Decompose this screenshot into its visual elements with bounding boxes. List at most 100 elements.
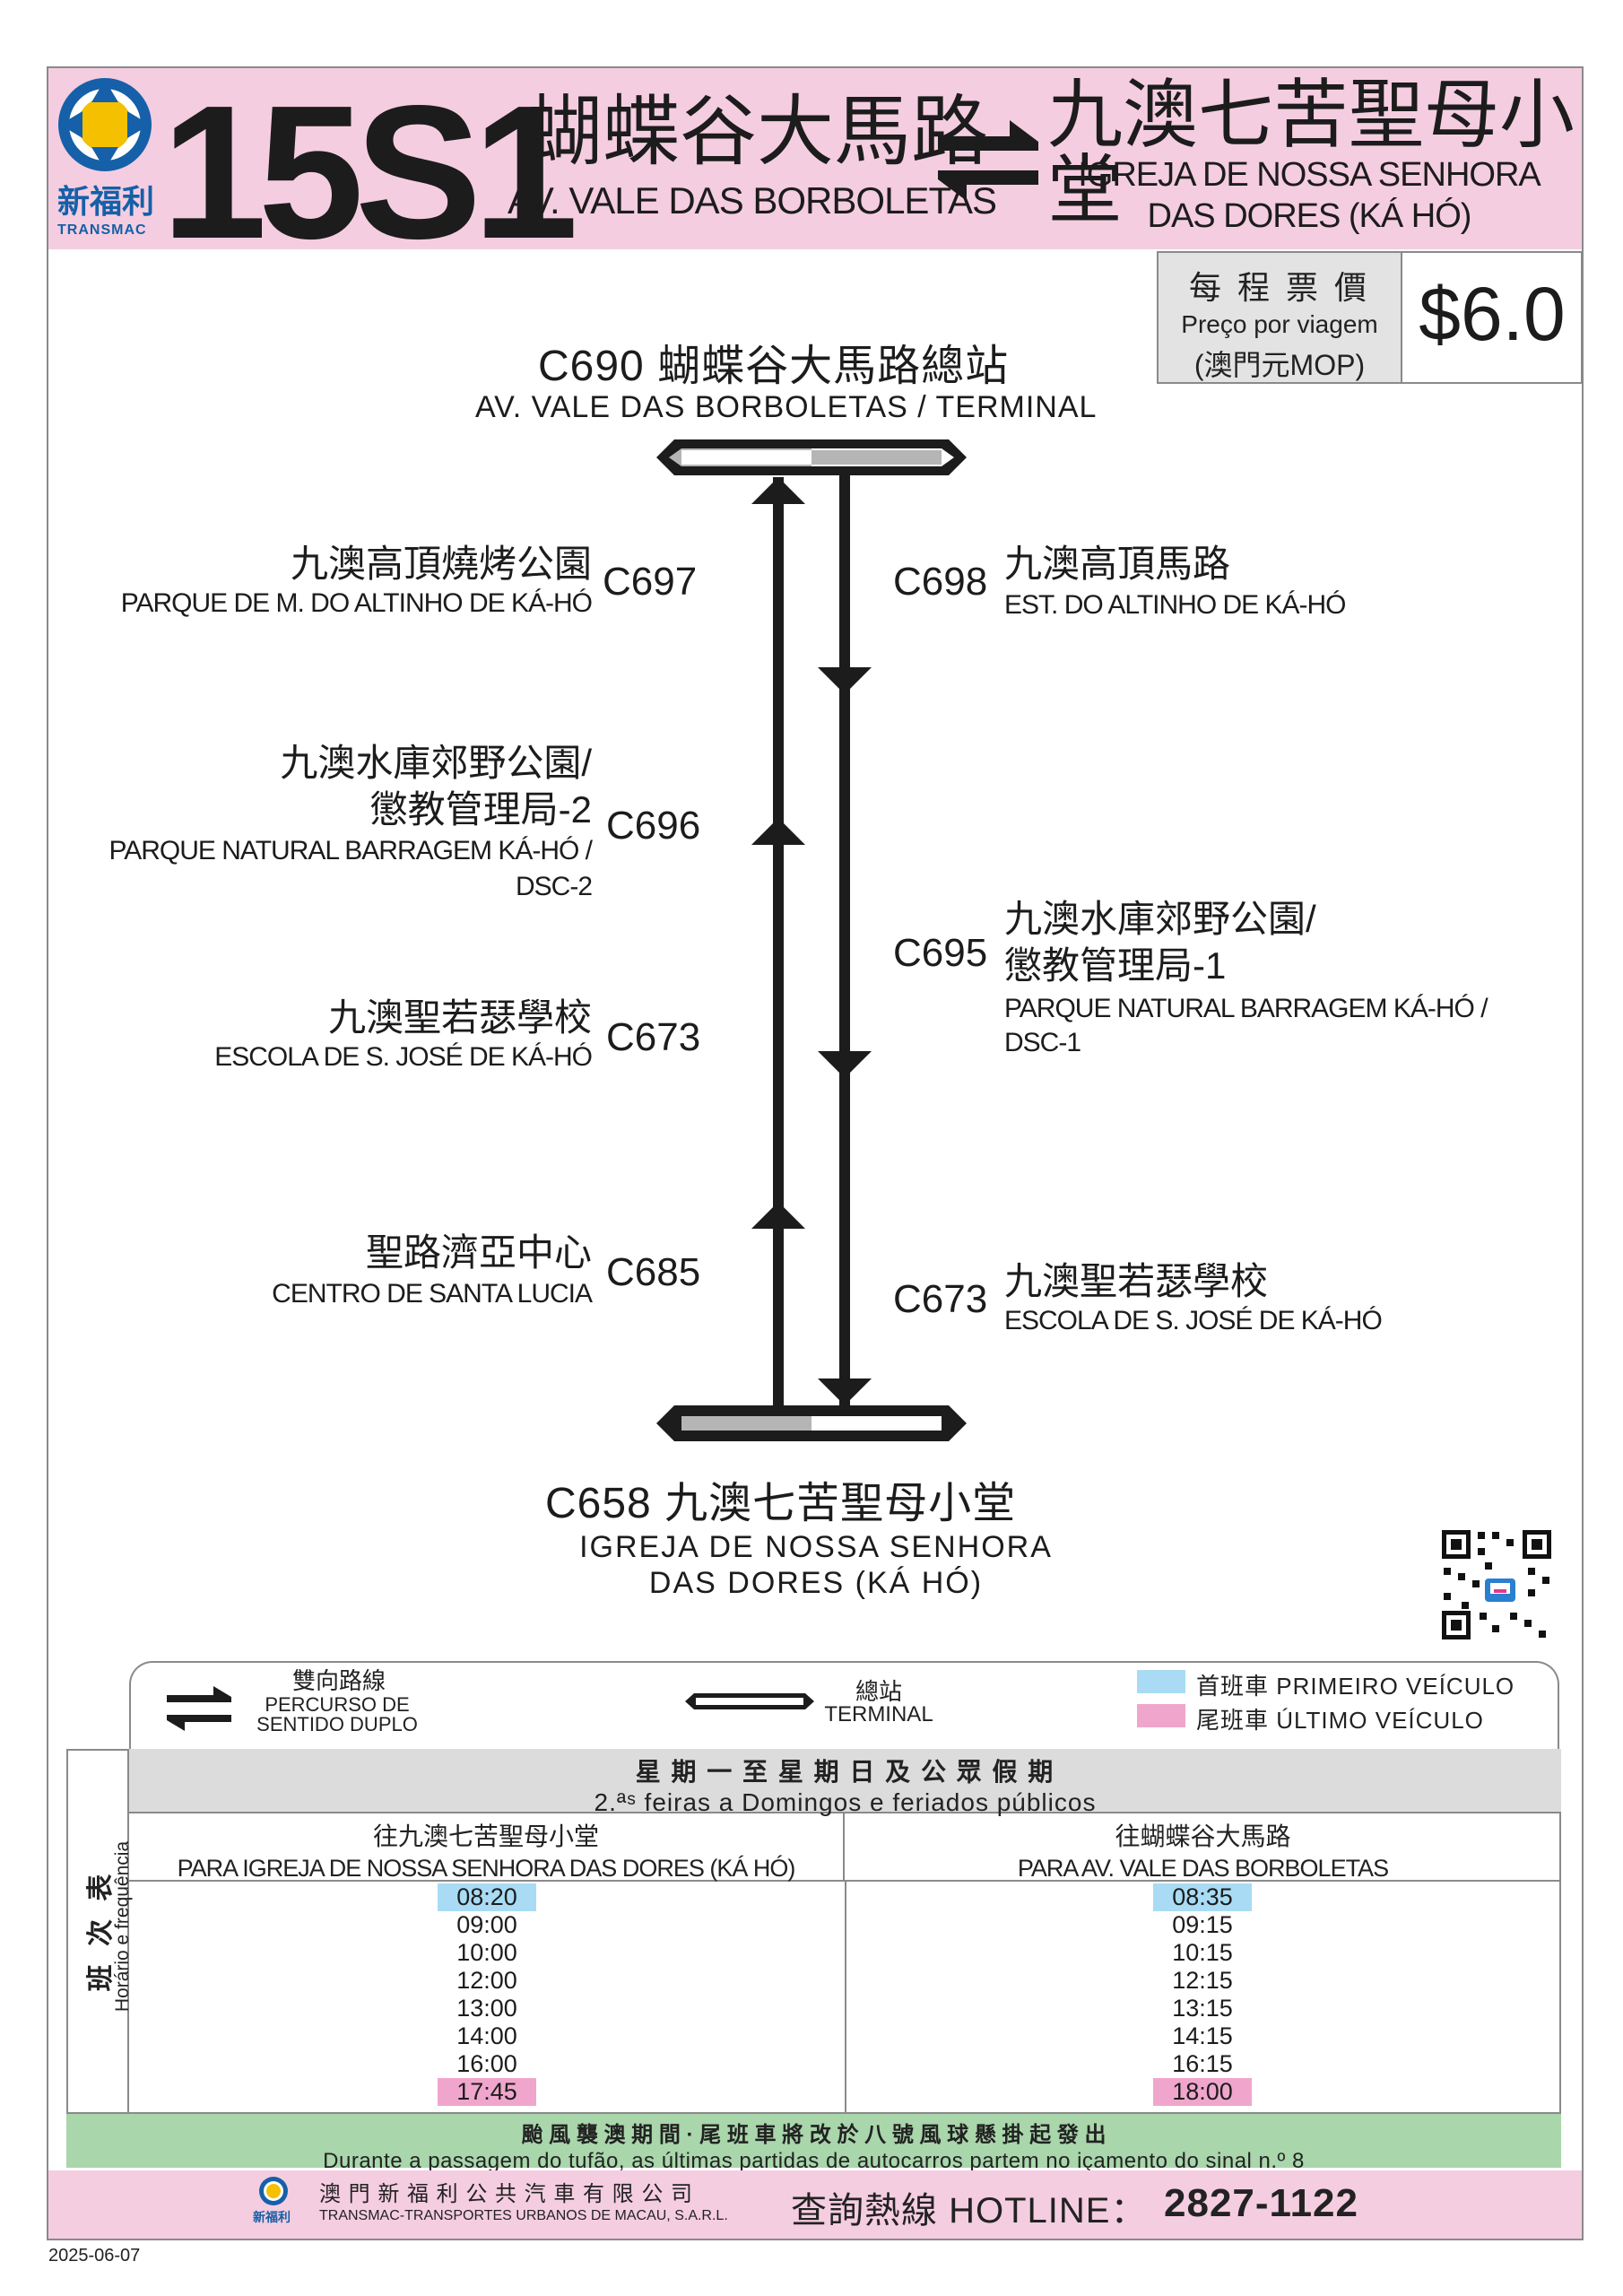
time-cell: 13:00	[456, 1995, 517, 2022]
time-cell: 08:20	[438, 1883, 536, 1911]
legend	[129, 1661, 1559, 1749]
header-banner	[48, 68, 1582, 249]
qr-code-icon[interactable]	[1438, 1526, 1555, 1643]
col2-pt: PARA AV. VALE DAS BORBOLETAS	[1017, 1855, 1389, 1882]
time-cell: 09:00	[456, 1911, 517, 1938]
stop-code: C695	[893, 931, 988, 975]
origin-name-pt: AV. VALE DAS BORBOLETAS	[508, 179, 997, 222]
days-zh: 星 期 一 至 星 期 日 及 公 眾 假 期	[635, 1758, 1055, 1786]
col1-pt: PARA IGREJA DE NOSSA SENHORA DAS DORES (…	[177, 1855, 796, 1882]
bidirectional-arrows-icon	[938, 120, 1038, 201]
stop-code: C697	[603, 560, 698, 604]
stop-name-zh: 懲教管理局-1	[1004, 944, 1227, 987]
company-name-pt: TRANSMAC-TRANSPORTES URBANOS DE MACAU, S…	[319, 2208, 728, 2223]
time-cell: 16:15	[1172, 2050, 1233, 2077]
brand-name-en: TRANSMAC	[57, 222, 147, 238]
transmac-logo-icon	[58, 78, 152, 171]
down-arrow-icon	[818, 667, 872, 694]
footer-logo-icon	[259, 2177, 288, 2205]
days-header: 星 期 一 至 星 期 日 及 公 眾 假 期 2.ªˢ feiras a Do…	[129, 1749, 1561, 1816]
up-arrow-icon	[751, 818, 805, 845]
legend-last-label: 尾班車 ÚLTIMO VEÍCULO	[1196, 1707, 1484, 1734]
typhoon-notice: 颱 風 襲 澳 期 間 · 尾 班 車 將 改 於 八 號 風 球 懸 掛 起 …	[66, 2112, 1561, 2173]
time-cell: 16:00	[456, 2050, 517, 2077]
terminal-legend-icon	[685, 1693, 814, 1709]
outbound-line	[839, 475, 850, 1408]
hotline-label: 查詢熱線 HOTLINE：	[791, 2191, 1148, 2231]
col2-header: 往蝴蝶谷大馬路 PARA AV. VALE DAS BORBOLETAS	[845, 1813, 1561, 1882]
origin-name-zh: 蝴蝶谷大馬路	[525, 89, 988, 175]
hotline-number[interactable]: 2827-1122	[1164, 2181, 1358, 2225]
stop-name-zh: 九澳高頂馬路	[1004, 543, 1231, 585]
legend-double-pt-line1: PERCURSO DE	[265, 1693, 410, 1716]
col1-header: 往九澳七苦聖母小堂 PARA IGREJA DE NOSSA SENHORA D…	[129, 1813, 845, 1882]
route-number: 15S1	[161, 65, 578, 278]
stop-name-zh: 聖路濟亞中心	[365, 1231, 592, 1274]
down-arrow-icon	[818, 1051, 872, 1078]
col1-zh: 往九澳七苦聖母小堂	[372, 1822, 599, 1850]
time-cell: 10:00	[456, 1939, 517, 1966]
column-divider	[845, 1882, 846, 2112]
stop-code: C673	[893, 1277, 988, 1321]
legend-first-label: 首班車 PRIMEIRO VEÍCULO	[1196, 1673, 1515, 1700]
fare-box: 每 程 票 價 Preço por viagem (澳門元MOP) $6.0	[1157, 251, 1583, 384]
legend-last-swatch	[1137, 1704, 1185, 1727]
stop-name-zh: 九澳水庫郊野公園/	[1004, 898, 1316, 940]
stop-name-pt: ESCOLA DE S. JOSÉ DE KÁ-HÓ	[214, 1042, 593, 1072]
legend-terminal-pt: TERMINAL	[824, 1702, 933, 1726]
typhoon-pt: Durante a passagem do tufão, as últimas …	[323, 2149, 1305, 2173]
legend-double-zh: 雙向路線	[291, 1667, 386, 1694]
legend-first-swatch	[1137, 1670, 1185, 1693]
inbound-line	[773, 477, 784, 1410]
stop-code: C698	[893, 560, 988, 604]
legend-double-pt: PERCURSO DE SENTIDO DUPLO	[230, 1695, 445, 1735]
time-cell: 17:45	[438, 2078, 536, 2106]
stop-name-pt: CENTRO DE SANTA LUCIA	[272, 1279, 593, 1309]
stop-name-zh: 九澳聖若瑟學校	[1004, 1260, 1269, 1302]
route-diagram	[656, 439, 967, 1441]
destination-pt-line1: IGREJA DE NOSSA SENHORA	[1078, 156, 1541, 194]
time-cell: 14:00	[456, 2022, 517, 2049]
stop-name-pt: PARQUE DE M. DO ALTINHO DE KÁ-HÓ	[120, 588, 593, 618]
destination-pt-line2: DAS DORES (KÁ HÓ)	[1147, 197, 1472, 235]
stop-name-zh: 懲教管理局-2	[369, 788, 592, 831]
top-terminal-title: C690 蝴蝶谷大馬路總站	[538, 343, 1010, 390]
stop-code: C673	[606, 1015, 701, 1059]
stop-name-zh: 九澳水庫郊野公園/	[280, 742, 592, 784]
brand-name-zh: 新福利	[57, 183, 155, 220]
time-cell: 12:00	[456, 1967, 517, 1994]
issue-date: 2025-06-07	[48, 2246, 141, 2266]
stop-name-pt: DSC-2	[515, 872, 593, 901]
company-name-zh: 澳 門 新 福 利 公 共 汽 車 有 限 公 司	[319, 2182, 694, 2206]
stop-code: C696	[606, 804, 701, 848]
up-arrow-icon	[751, 1202, 805, 1229]
typhoon-zh: 颱 風 襲 澳 期 間 · 尾 班 車 將 改 於 八 號 風 球 懸 掛 起 …	[521, 2123, 1107, 2147]
fare-amount: $6.0	[1419, 272, 1566, 356]
bottom-terminal-pt-line1: IGREJA DE NOSSA SENHORA	[579, 1530, 1053, 1564]
col2-zh: 往蝴蝶谷大馬路	[1115, 1822, 1291, 1850]
stop-name-pt: PARQUE NATURAL BARRAGEM KÁ-HÓ /	[108, 836, 593, 865]
double-route-icon	[167, 1686, 231, 1731]
time-cell: 10:15	[1172, 1939, 1233, 1966]
bottom-terminal-pt-line2: DAS DORES (KÁ HÓ)	[648, 1566, 984, 1600]
legend-terminal-zh: 總站	[855, 1678, 902, 1705]
destination-name-pt: IGREJA DE NOSSA SENHORA DAS DORES (KÁ HÓ…	[1076, 154, 1542, 237]
footer-banner	[48, 2170, 1582, 2239]
page-frame	[47, 66, 1584, 2240]
stop-name-pt: PARQUE NATURAL BARRAGEM KÁ-HÓ /	[1004, 994, 1488, 1023]
destination-name-zh: 九澳七苦聖母小堂	[1047, 73, 1575, 232]
stop-name-zh: 九澳聖若瑟學校	[327, 996, 592, 1039]
time-cell: 08:35	[1153, 1883, 1252, 1911]
time-cell: 09:15	[1172, 1911, 1233, 1938]
timetable-side: 班 次 表 Horário e frequência	[66, 1749, 133, 2112]
days-pt: 2.ªˢ feiras a Domingos e feriados públic…	[594, 1788, 1097, 1816]
fare-currency: (澳門元MOP)	[1193, 349, 1366, 381]
stop-name-zh: 九澳高頂燒烤公園	[290, 543, 592, 585]
legend-double-pt-line2: SENTIDO DUPLO	[256, 1713, 418, 1735]
stop-name-pt: ESCOLA DE S. JOSÉ DE KÁ-HÓ	[1004, 1306, 1383, 1335]
bottom-terminal-title: C658 九澳七苦聖母小堂	[545, 1480, 1017, 1527]
time-cell: 18:00	[1153, 2078, 1252, 2106]
time-cell: 13:15	[1172, 1995, 1233, 2022]
stop-name-pt: DSC-1	[1004, 1028, 1081, 1057]
col1-times: 08:20 09:00 10:00 12:00 13:00 14:00 16:0…	[438, 1883, 536, 2106]
